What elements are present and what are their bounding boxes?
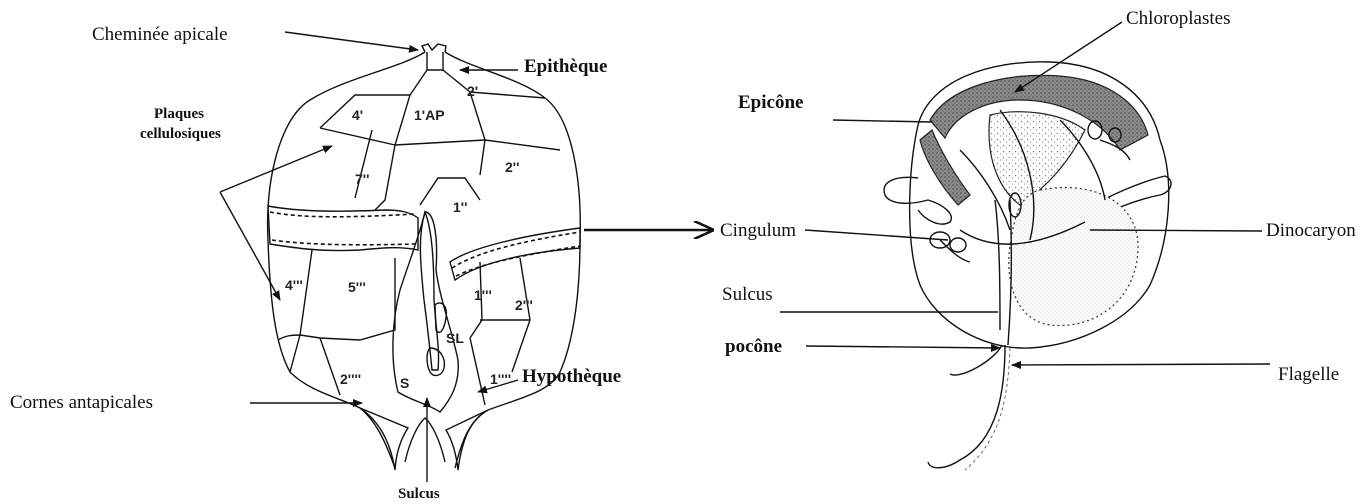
chloroplast-left (920, 130, 970, 205)
plate-1pp: 1'' (453, 199, 467, 215)
antapical-horn-right (446, 410, 488, 470)
line-cingulum-right (805, 230, 948, 240)
plate-4ppp: 4''' (285, 277, 303, 293)
label-epitheque: Epithèque (524, 56, 607, 77)
plate-4p: 4' (352, 107, 363, 123)
line-epicone (833, 120, 932, 122)
label-cellulosiques: cellulosiques (140, 126, 221, 142)
plate-7pp: 7'' (355, 171, 369, 187)
label-sulcus-left: Sulcus (398, 486, 440, 502)
plate-s: S (400, 375, 409, 391)
label-dinocaryon: Dinocaryon (1266, 220, 1356, 241)
cingulum-left-ribs (270, 212, 415, 245)
label-hypotheque: Hypothèque (522, 366, 621, 387)
longitudinal-flagellum (928, 345, 1005, 468)
plate-sl: SL (446, 330, 464, 346)
label-chloroplastes: Chloroplastes (1126, 8, 1231, 29)
plate-2ppp: 2''' (515, 297, 533, 313)
arrow-plaques-lower (220, 192, 280, 300)
plate-sutures-epi (320, 70, 560, 210)
arrow-flagelle (1012, 364, 1270, 365)
arrow-plaques-upper (220, 146, 332, 192)
plate-2pp: 2'' (505, 159, 519, 175)
cell-figure (884, 62, 1171, 470)
arrow-pocone (806, 346, 1000, 348)
antapical-horn-left (360, 408, 408, 470)
plate-1ppp: 1''' (474, 287, 492, 303)
plate-1ap: 1'AP (414, 107, 445, 123)
label-epicone: Epicône (738, 92, 803, 113)
plate-2pppp: 2'''' (340, 371, 361, 387)
label-plaques: Plaques (154, 106, 204, 122)
label-cheminee-apicale: Cheminée apicale (92, 24, 228, 45)
arrow-cheminee (285, 32, 418, 50)
label-cornes-antapicales: Cornes antapicales (10, 392, 153, 413)
theca-figure: 4' 2' 1'AP 7'' 2'' 1'' 4''' 5''' 1''' 2'… (268, 44, 581, 470)
label-pocone: pocône (725, 336, 782, 357)
label-cingulum: Cingulum (720, 220, 796, 241)
plate-5ppp: 5''' (348, 279, 366, 295)
label-flagelle: Flagelle (1278, 364, 1339, 385)
vacuole-2 (950, 238, 966, 252)
label-sulcus-right: Sulcus (722, 284, 773, 305)
dinocaryon (1009, 188, 1138, 326)
apical-chimney (422, 44, 446, 70)
plate-2p: 2' (467, 83, 478, 99)
